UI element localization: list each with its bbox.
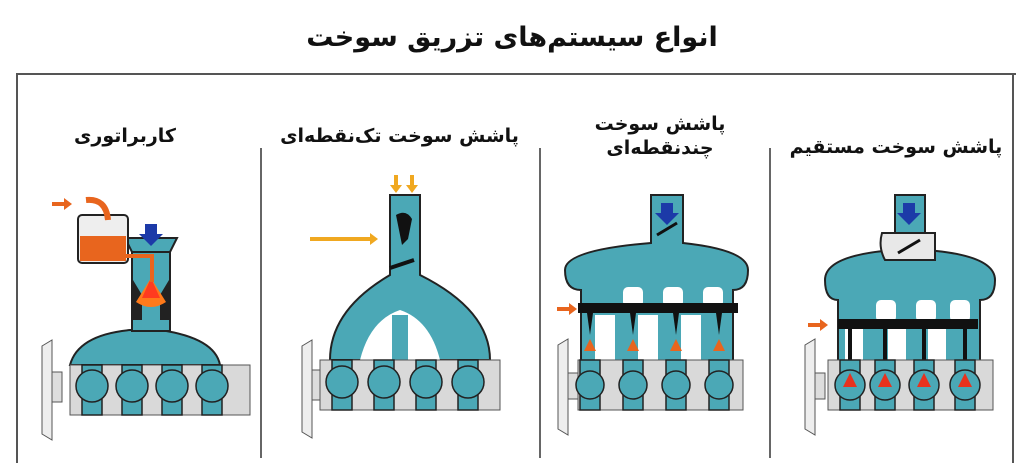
divider bbox=[769, 148, 771, 458]
divider bbox=[260, 148, 262, 458]
carburetor-diagram bbox=[41, 196, 251, 441]
multi-point-diagram bbox=[557, 194, 750, 436]
direct-injection-diagram bbox=[804, 194, 997, 436]
diagram-title: انواع سیستم‌های تزریق سوخت bbox=[306, 22, 718, 53]
panel-title-direct: پاشش سوخت مستقیم bbox=[789, 136, 1003, 158]
title-line-1: پاشش سوخت bbox=[594, 113, 726, 135]
divider bbox=[539, 148, 541, 458]
panel-title-multi-point: پاشش سوخت چندنقطه‌ای bbox=[560, 112, 760, 160]
panel-title-carburetor: کاربراتوری bbox=[74, 125, 176, 147]
title-line-2: چندنقطه‌ای bbox=[606, 137, 714, 159]
frame-right-border bbox=[1012, 73, 1014, 463]
single-point-diagram bbox=[301, 175, 501, 439]
diagram-frame bbox=[16, 73, 1016, 463]
panel-title-single-point: پاشش سوخت تک‌نقطه‌ای bbox=[280, 125, 519, 147]
